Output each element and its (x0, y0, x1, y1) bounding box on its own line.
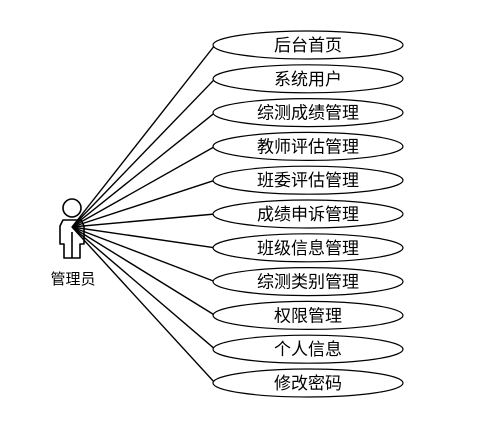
use-case-ellipse (212, 368, 404, 398)
use-case-label: 后台首页 (274, 36, 342, 56)
use-case-ellipse (212, 165, 404, 195)
association-line (71, 44, 216, 228)
association-line (71, 78, 216, 228)
use-case-ellipse (212, 97, 404, 128)
use-case-ellipse (212, 334, 404, 364)
use-case-label: 综测成绩管理 (257, 104, 359, 124)
use-case-uc-permission: 权限管理 (212, 300, 404, 330)
use-case-uc-comprehensive-score: 综测成绩管理 (212, 97, 404, 128)
use-case-uc-test-category: 综测类别管理 (212, 267, 404, 297)
use-case-uc-change-password: 修改密码 (212, 368, 404, 398)
use-case-label: 系统用户 (274, 70, 342, 90)
association-line (71, 112, 216, 228)
association-line (71, 226, 216, 249)
use-case-label: 教师评估管理 (257, 137, 359, 157)
association-line (71, 213, 216, 228)
association-line (71, 179, 216, 228)
use-case-label: 权限管理 (274, 306, 342, 326)
use-case-label: 成绩申诉管理 (257, 205, 359, 225)
use-case-ellipse (212, 267, 404, 297)
use-case-ellipse (212, 131, 404, 161)
association-line (71, 226, 216, 283)
use-case-ellipse (212, 64, 404, 94)
association-line (71, 145, 216, 228)
use-case-ellipse (212, 233, 404, 263)
use-case-uc-home: 后台首页 (212, 30, 404, 60)
association-line (71, 226, 216, 384)
use-case-uc-system-user: 系统用户 (212, 64, 404, 94)
use-case-uc-teacher-eval: 教师评估管理 (212, 131, 404, 161)
use-case-ellipse (212, 300, 404, 330)
actor-admin: 管理员 (50, 198, 96, 288)
actor-label: 管理员 (50, 270, 95, 288)
association-lines (71, 44, 216, 384)
use-case-ellipse (212, 30, 404, 60)
association-line (71, 226, 216, 316)
use-case-uc-personal-info: 个人信息 (212, 334, 404, 364)
use-case-list: 后台首页系统用户综测成绩管理教师评估管理班委评估管理成绩申诉管理班级信息管理综测… (212, 30, 404, 398)
use-case-label: 综测类别管理 (257, 273, 359, 293)
use-case-uc-committee-eval: 班委评估管理 (212, 165, 404, 195)
use-case-ellipse (212, 199, 404, 229)
use-case-label: 班级信息管理 (257, 239, 359, 259)
use-case-label: 个人信息 (274, 340, 342, 360)
person-icon (59, 198, 85, 259)
use-case-uc-score-appeal: 成绩申诉管理 (212, 199, 404, 229)
use-case-uc-class-info: 班级信息管理 (212, 233, 404, 263)
use-case-label: 班委评估管理 (257, 171, 359, 191)
use-case-label: 修改密码 (274, 374, 342, 394)
association-line (71, 226, 216, 350)
